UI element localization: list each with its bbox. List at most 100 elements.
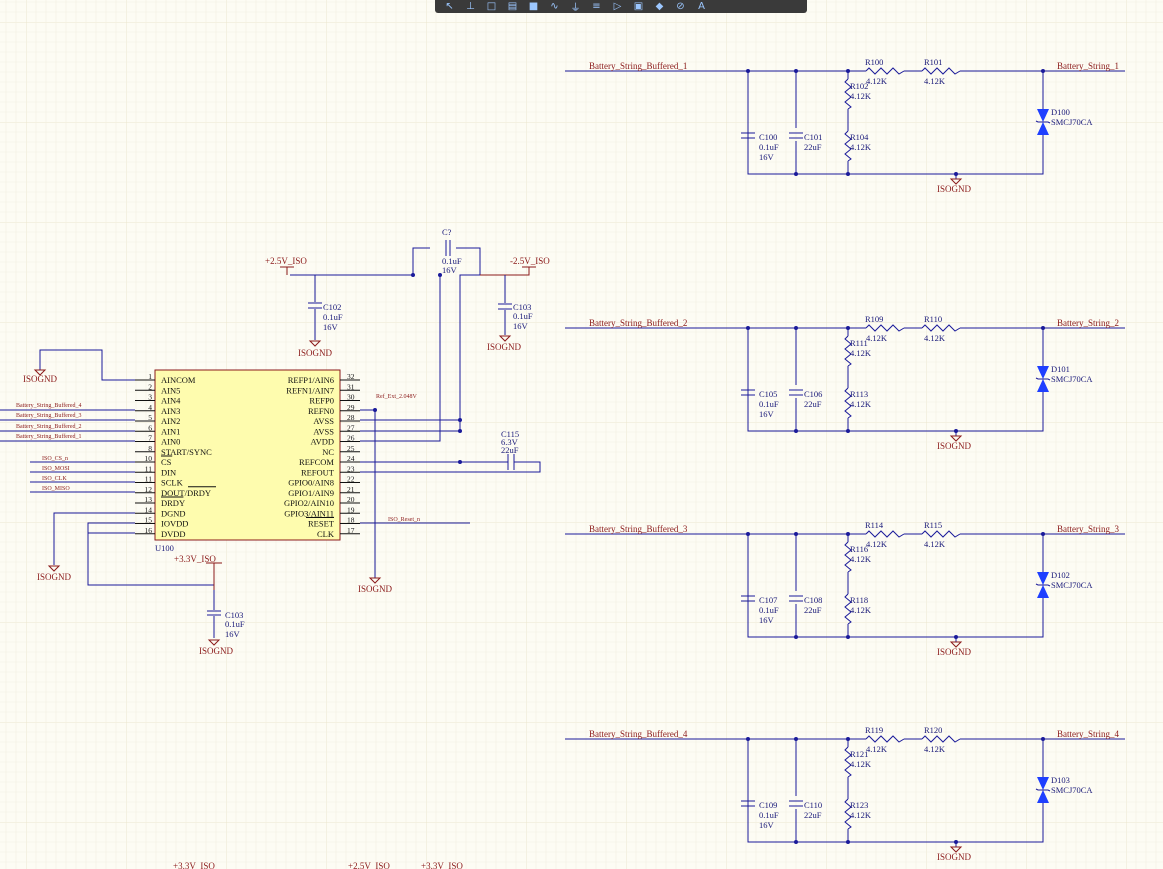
capacitor-2-ref[interactable]: C106 — [804, 389, 822, 399]
resistor-c-ref[interactable]: R102 — [850, 81, 868, 91]
c102-ref[interactable]: C102 — [323, 302, 341, 312]
input-net-label[interactable]: Battery_String_Buffered_1 — [589, 61, 687, 71]
select-rect-icon[interactable]: □ — [486, 1, 497, 12]
net-din[interactable]: ISO_MOSI — [42, 466, 70, 472]
resistor-d-symbol[interactable] — [844, 798, 852, 830]
resistor-b-value[interactable]: 4.12K — [924, 333, 946, 343]
input-net-label[interactable]: Battery_String_Buffered_3 — [589, 524, 688, 534]
c115-plates[interactable] — [507, 454, 515, 470]
capacitor-symbols[interactable] — [741, 800, 803, 807]
c103a-ref[interactable]: C103 — [513, 302, 531, 312]
resistor-d-ref[interactable]: R104 — [850, 132, 869, 142]
resistor-c-value[interactable]: 4.12K — [850, 554, 872, 564]
text-icon[interactable]: A — [698, 1, 705, 12]
resistor-d-value[interactable]: 4.12K — [850, 142, 872, 152]
capacitor-1-value[interactable]: 0.1uF — [759, 810, 779, 820]
resistor-c-ref[interactable]: R111 — [850, 338, 868, 348]
capacitor-1-ref[interactable]: C107 — [759, 595, 777, 605]
u100-designator[interactable]: U100 — [155, 543, 174, 553]
resistor-c-symbol[interactable] — [844, 78, 852, 110]
tvs-diode-ref[interactable]: D101 — [1051, 364, 1070, 374]
resistor-d-value[interactable]: 4.12K — [850, 399, 872, 409]
capacitor-symbols[interactable] — [741, 132, 803, 139]
c102-value[interactable]: 0.1uF — [323, 312, 343, 322]
resistor-a-ref[interactable]: R109 — [865, 314, 883, 324]
c115-value[interactable]: 22uF — [501, 445, 519, 455]
capacitor-1-value[interactable]: 0.1uF — [759, 399, 779, 409]
isognd-label[interactable]: ISOGND — [937, 647, 972, 657]
resistor-d-ref[interactable]: R123 — [850, 800, 868, 810]
cq-voltage[interactable]: 16V — [442, 265, 458, 275]
resistor-d-value[interactable]: 4.12K — [850, 810, 872, 820]
capacitor-2-ref[interactable]: C101 — [804, 132, 822, 142]
resistor-c-ref[interactable]: R121 — [850, 749, 868, 759]
capacitor-1-ref[interactable]: C109 — [759, 800, 777, 810]
resistor-a-ref[interactable]: R100 — [865, 57, 883, 67]
output-net-label[interactable]: Battery_String_2 — [1057, 318, 1119, 328]
net-label-icon[interactable]: ≡ — [592, 1, 601, 12]
input-net-label[interactable]: Battery_String_Buffered_4 — [589, 729, 688, 739]
net-reset[interactable]: ISO_Reset_n — [388, 517, 420, 523]
input-net-label[interactable]: Battery_String_Buffered_2 — [589, 318, 687, 328]
wire-dgnd[interactable] — [53, 512, 135, 565]
ground-icon[interactable]: ⏚ — [570, 3, 581, 14]
resistor-a-ref[interactable]: R119 — [865, 725, 883, 735]
capacitor-1-value[interactable]: 0.1uF — [759, 142, 779, 152]
resistor-b-symbol[interactable] — [921, 735, 961, 743]
capacitor-2-ref[interactable]: C110 — [804, 800, 822, 810]
capacitor-1-voltage[interactable]: 16V — [759, 409, 775, 419]
capacitor-2-value[interactable]: 22uF — [804, 142, 822, 152]
c103b-voltage[interactable]: 16V — [225, 629, 241, 639]
resistor-b-ref[interactable]: R115 — [924, 520, 942, 530]
capacitor-1-voltage[interactable]: 16V — [759, 615, 775, 625]
capacitor-2-value[interactable]: 22uF — [804, 810, 822, 820]
tvs-diode-value[interactable]: SMCJ70CA — [1051, 580, 1093, 590]
capacitor-2-value[interactable]: 22uF — [804, 399, 822, 409]
output-net-label[interactable]: Battery_String_4 — [1057, 729, 1119, 739]
resistor-a-symbol[interactable] — [865, 324, 905, 332]
image-icon[interactable]: ▣ — [633, 1, 644, 12]
c103a-wire[interactable] — [498, 275, 512, 335]
net-ain2[interactable]: Battery_String_Buffered_2 — [16, 423, 82, 430]
resistor-c-symbol[interactable] — [844, 541, 852, 573]
isognd-label[interactable]: ISOGND — [937, 184, 972, 194]
isognd-label[interactable]: ISOGND — [937, 441, 972, 451]
resistor-c-value[interactable]: 4.12K — [850, 91, 872, 101]
wire-refcom[interactable] — [360, 461, 541, 473]
resistor-a-symbol[interactable] — [865, 67, 905, 75]
u100-body[interactable] — [154, 369, 341, 541]
resistor-d-symbol[interactable] — [844, 593, 852, 625]
resistor-a-symbol[interactable] — [865, 530, 905, 538]
c103b-value[interactable]: 0.1uF — [225, 619, 245, 629]
resistor-a-value[interactable]: 4.12K — [866, 76, 888, 86]
no-erc-icon[interactable]: ⊘ — [676, 1, 685, 12]
output-net-label[interactable]: Battery_String_1 — [1057, 61, 1119, 71]
resistor-c-value[interactable]: 4.12K — [850, 348, 872, 358]
wire-icon[interactable]: ∿ — [550, 1, 559, 12]
resistor-d-symbol[interactable] — [844, 387, 852, 419]
resistor-a-value[interactable]: 4.12K — [866, 539, 888, 549]
capacitor-2-ref[interactable]: C108 — [804, 595, 822, 605]
net-ain4[interactable]: Battery_String_Buffered_4 — [16, 402, 82, 409]
resistor-b-symbol[interactable] — [921, 67, 961, 75]
resistor-b-ref[interactable]: R101 — [924, 57, 942, 67]
resistor-b-symbol[interactable] — [921, 324, 961, 332]
resistor-b-value[interactable]: 4.12K — [924, 744, 946, 754]
isognd-label[interactable]: ISOGND — [937, 852, 972, 862]
resistor-d-ref[interactable]: R118 — [850, 595, 868, 605]
capacitor-1-voltage[interactable]: 16V — [759, 152, 775, 162]
tvs-diode-value[interactable]: SMCJ70CA — [1051, 785, 1093, 795]
c115-ref[interactable]: C115 — [501, 429, 519, 439]
tvs-diode-value[interactable]: SMCJ70CA — [1051, 117, 1093, 127]
resistor-c-symbol[interactable] — [844, 746, 852, 778]
resistor-a-value[interactable]: 4.12K — [866, 333, 888, 343]
net-ain3[interactable]: Battery_String_Buffered_3 — [16, 412, 82, 419]
resistor-b-symbol[interactable] — [921, 530, 961, 538]
wire-left-bus[interactable] — [0, 409, 135, 493]
output-net-label[interactable]: Battery_String_3 — [1057, 524, 1119, 534]
capacitor-2-value[interactable]: 22uF — [804, 605, 822, 615]
tvs-diode-value[interactable]: SMCJ70CA — [1051, 374, 1093, 384]
c102-voltage[interactable]: 16V — [323, 322, 339, 332]
capacitor-1-ref[interactable]: C105 — [759, 389, 777, 399]
